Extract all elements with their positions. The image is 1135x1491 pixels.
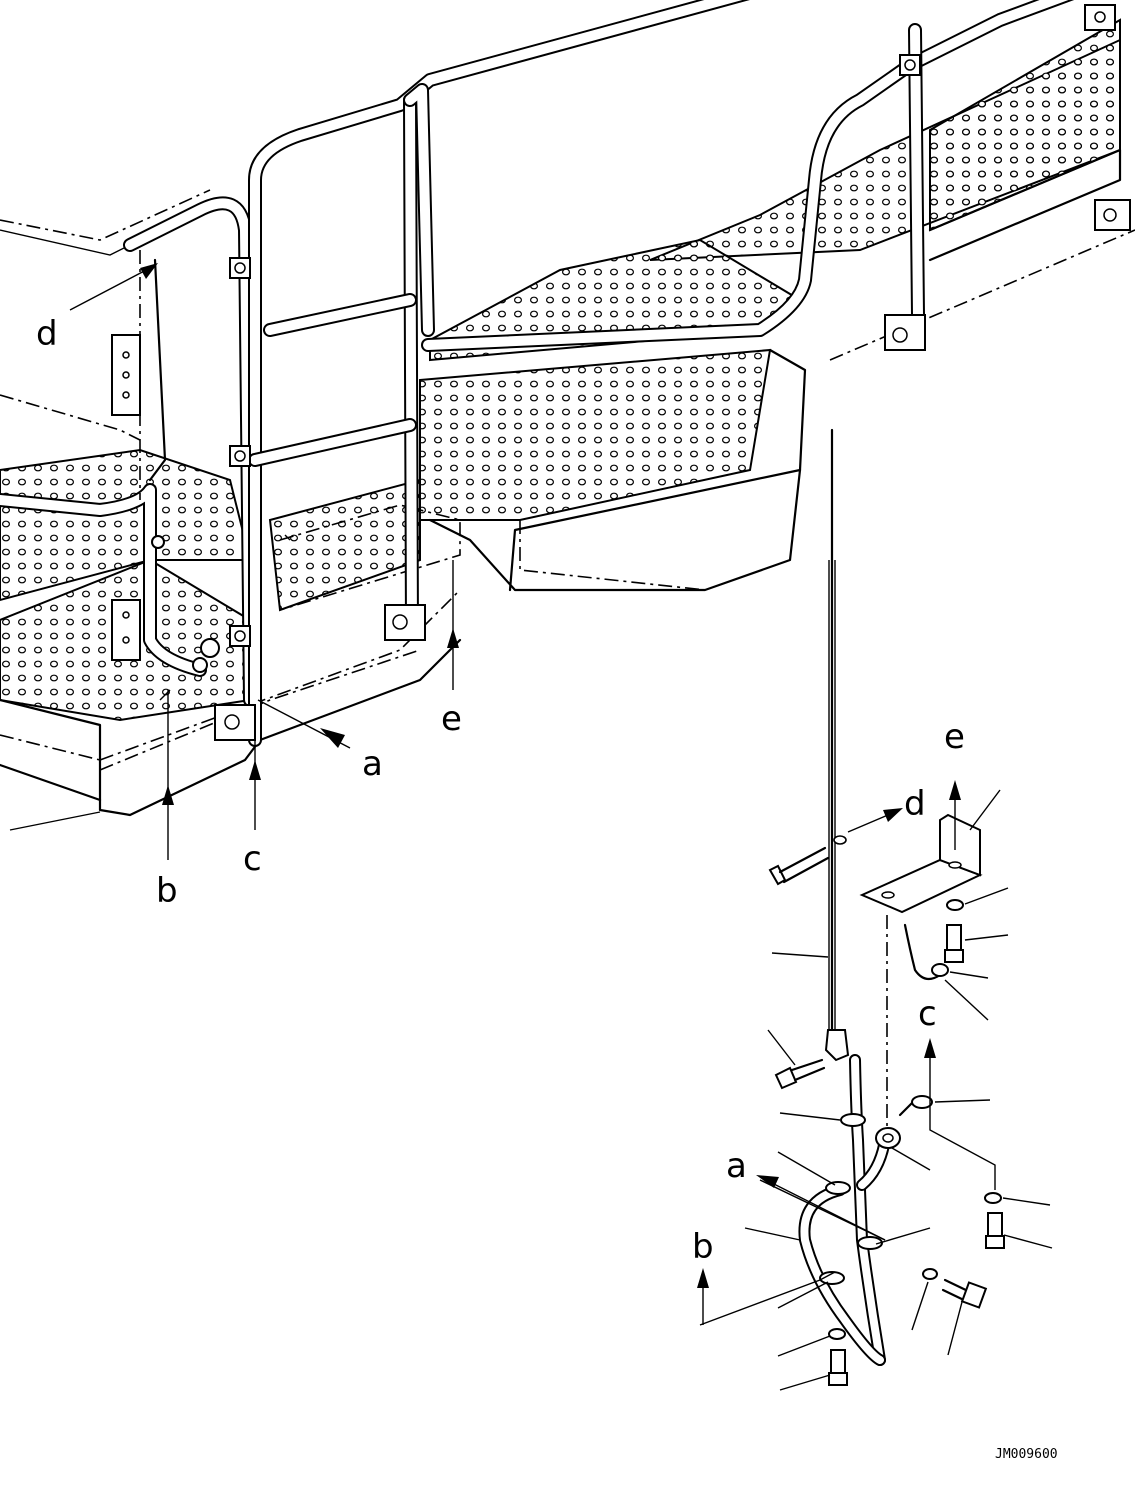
label-c-upper: c bbox=[243, 839, 262, 879]
upper-callouts: d a b c e bbox=[36, 263, 462, 911]
label-a-lower: a bbox=[726, 1146, 747, 1186]
label-c-lower: c bbox=[918, 994, 937, 1034]
rail-clamp bbox=[229, 445, 251, 467]
rail-clamp bbox=[214, 704, 256, 741]
label-e-lower: e bbox=[944, 717, 965, 757]
label-d-lower: d bbox=[904, 784, 926, 824]
lower-callouts: e d c a b bbox=[692, 717, 965, 1325]
rail-clamp bbox=[229, 625, 251, 647]
bolt bbox=[941, 1278, 988, 1309]
rail-clamp bbox=[1084, 4, 1116, 31]
handrail-assembly bbox=[0, 0, 1131, 747]
label-b-lower: b bbox=[692, 1227, 714, 1267]
label-a-upper: a bbox=[362, 744, 383, 784]
walkway-platforms bbox=[0, 18, 1135, 831]
bolt bbox=[944, 924, 964, 963]
label-d-upper: d bbox=[36, 314, 58, 354]
bolt bbox=[985, 1212, 1005, 1249]
rail-clamp bbox=[884, 314, 926, 351]
exploded-harness bbox=[699, 428, 1053, 1391]
drawing-code: JM009600 bbox=[995, 1447, 1058, 1462]
label-b-upper: b bbox=[156, 871, 178, 911]
rail-clamp bbox=[384, 604, 426, 641]
bolt bbox=[828, 1349, 848, 1386]
bracket bbox=[859, 813, 983, 1140]
bolt bbox=[768, 846, 830, 886]
rail-clamp bbox=[1094, 199, 1131, 231]
bolt bbox=[774, 1058, 826, 1090]
rail-clamp bbox=[229, 257, 251, 279]
label-e-upper: e bbox=[441, 699, 462, 739]
rail-clamp bbox=[899, 54, 921, 76]
